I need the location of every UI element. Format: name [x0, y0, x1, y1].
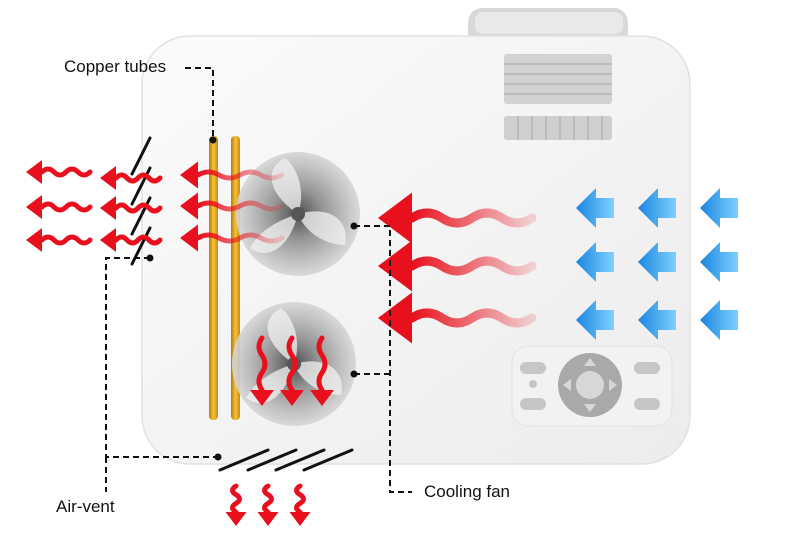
blue-chevron-arrow-icon	[638, 300, 676, 340]
top-vent-grille	[504, 54, 612, 104]
wavy-red-arrow-icon	[26, 228, 93, 252]
blue-chevron-arrow-icon	[576, 300, 614, 340]
wavy-red-arrow-icon	[378, 192, 537, 244]
wavy-red-arrow-icon	[180, 192, 285, 220]
wavy-red-arrow-icon	[100, 166, 163, 190]
leader-dots	[146, 136, 358, 461]
blue-chevron-arrow-icon	[638, 242, 676, 282]
wavy-red-arrow-icon	[180, 161, 285, 189]
wavy-red-arrow-icon	[289, 483, 311, 526]
wavy-red-arrow-icon	[250, 335, 274, 406]
air-vent-label: Air-vent	[56, 497, 115, 516]
wavy-red-arrow-icon	[100, 228, 163, 252]
blue-chevron-arrow-icon	[576, 242, 614, 282]
blue-chevron-arrow-icon	[700, 300, 738, 340]
wavy-red-arrow-icon	[310, 335, 334, 406]
control-panel	[511, 345, 673, 427]
small-vent-grille	[504, 116, 612, 140]
wavy-red-arrow-icon	[257, 483, 279, 526]
blue-chevron-arrow-icon	[576, 188, 614, 228]
copper-tubes-label: Copper tubes	[64, 57, 167, 76]
wavy-red-arrow-icon	[100, 196, 163, 220]
leader-lines	[105, 67, 412, 493]
blue-chevron-arrow-icon	[638, 188, 676, 228]
cooling-fan-label: Cooling fan	[424, 482, 511, 501]
wavy-red-arrow-icon	[26, 195, 93, 219]
blue-chevron-arrow-icon	[700, 242, 738, 282]
wavy-red-arrow-icon	[378, 292, 537, 344]
bottom-air-vent	[218, 448, 354, 472]
wavy-red-arrow-icon	[225, 483, 247, 526]
wavy-red-arrow-icon	[26, 160, 93, 184]
wavy-red-arrow-icon	[180, 224, 285, 252]
wavy-red-arrow-icon	[378, 240, 537, 292]
wavy-red-arrow-icon	[280, 335, 304, 406]
blue-chevron-arrow-icon	[700, 188, 738, 228]
fan-icon	[236, 152, 360, 276]
